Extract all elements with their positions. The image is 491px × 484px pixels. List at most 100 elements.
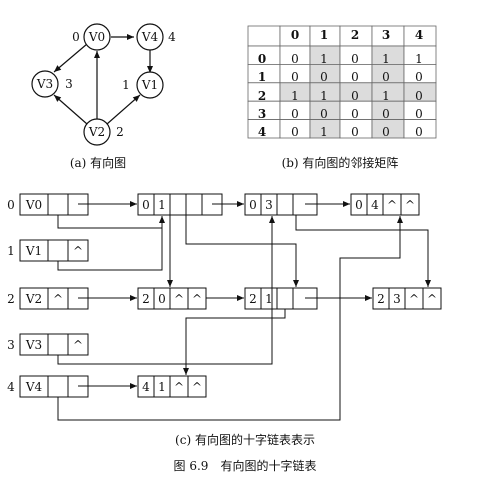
link-01-hlink [185, 215, 299, 287]
vertex-v1-index: 1 [122, 78, 130, 92]
matrix-cell: 0 [351, 70, 359, 84]
vertex-node-firstin: ^ [53, 292, 63, 306]
matrix-cell: 0 [291, 70, 299, 84]
vertex-node-index: 1 [7, 244, 15, 258]
vertex-v3-index: 3 [65, 77, 73, 91]
matrix-cell: 0 [320, 70, 328, 84]
arc-v2-v3 [53, 94, 88, 125]
adjacency-matrix: 0 1 2 3 4 0 1 2 3 4 0 1 0 1 1 0 0 0 0 0 … [247, 25, 437, 139]
vertex-node-1 [19, 239, 89, 262]
link-v1-firstin [57, 216, 165, 271]
matrix-cell: 0 [415, 107, 423, 121]
vertex-v3 [31, 70, 59, 98]
vertex-node-firstout: ^ [73, 244, 83, 258]
vertex-node-index: 2 [7, 292, 15, 306]
matrix-col-header: 3 [382, 28, 390, 42]
arc-tail: 2 [142, 292, 150, 306]
matrix-row-header: 2 [258, 89, 266, 103]
vertex-v0-index: 0 [72, 30, 80, 44]
vertex-v3-name: V3 [36, 77, 53, 91]
link-v3-firstin [57, 216, 275, 365]
arc-head: 0 [158, 292, 166, 306]
matrix-cell: 1 [320, 89, 328, 103]
caption-c: (c) 有向图的十字链表表示 [175, 432, 315, 447]
caption-b: (b) 有向图的邻接矩阵 [282, 155, 399, 170]
matrix-cell: 0 [291, 107, 299, 121]
matrix-grid-cell [247, 25, 281, 47]
matrix-col-header: 2 [351, 28, 359, 42]
arc-tlink: ^ [192, 380, 202, 394]
matrix-cell: 0 [351, 125, 359, 139]
matrix-cell: 1 [320, 52, 328, 66]
arc-tail: 0 [142, 198, 150, 212]
matrix-cell: 0 [291, 52, 299, 66]
vertex-v4-name: V4 [141, 30, 159, 44]
vertex-v0 [83, 23, 111, 51]
matrix-row-header: 0 [258, 52, 266, 66]
matrix-cell: 0 [320, 107, 328, 121]
arc-tail: 0 [249, 198, 257, 212]
vertex-node-index: 3 [7, 338, 15, 352]
figure-caption: 图 6.9 有向图的十字链表 [174, 458, 317, 473]
matrix-cell: 0 [382, 125, 390, 139]
arc-node-4-1 [137, 375, 207, 398]
matrix-cell: 1 [291, 89, 299, 103]
arc-hlink: ^ [174, 292, 184, 306]
directed-graph [31, 23, 164, 146]
matrix-cell: 0 [415, 125, 423, 139]
arc-node-2-1 [244, 287, 318, 310]
arc-head: 1 [158, 198, 166, 212]
arc-hlink: ^ [174, 380, 184, 394]
arc-head: 3 [393, 292, 401, 306]
matrix-cell: 0 [351, 52, 359, 66]
arc-tail: 2 [249, 292, 257, 306]
arc-node-2-3 [372, 287, 442, 310]
arc-tlink: ^ [405, 198, 415, 212]
matrix-cell: 0 [382, 107, 390, 121]
arc-node-2-0 [137, 287, 207, 310]
vertex-node-3 [19, 333, 89, 356]
arc-head: 4 [371, 198, 379, 212]
matrix-cell: 0 [351, 107, 359, 121]
vertex-v4 [136, 23, 164, 51]
vertex-node-name: V1 [25, 244, 42, 258]
caption-a: (a) 有向图 [70, 155, 126, 170]
arc-tlink: ^ [192, 292, 202, 306]
arc-node-0-1 [137, 193, 223, 216]
matrix-col-header: 0 [291, 28, 299, 42]
vertex-node-index: 4 [7, 380, 15, 394]
vertex-v2-index: 2 [116, 125, 124, 139]
matrix-cell: 0 [382, 70, 390, 84]
link-03-hlink [295, 215, 431, 287]
arc-head: 1 [265, 292, 273, 306]
matrix-cell: 1 [382, 52, 390, 66]
arc-tlink: ^ [427, 292, 437, 306]
vertex-node-name: V2 [25, 292, 42, 306]
matrix-cell: 1 [320, 125, 328, 139]
link-21-hlink [183, 309, 286, 375]
arc-v2-v1 [106, 94, 141, 125]
graph-labels: V0 V4 V3 V1 V2 0 4 3 1 2 [36, 30, 176, 139]
vertex-v1 [136, 71, 164, 99]
matrix-cell: 1 [415, 52, 423, 66]
vertex-v2 [83, 118, 111, 146]
vertex-node-index: 0 [7, 198, 15, 212]
arc-tail: 4 [142, 380, 150, 394]
arc-tail: 2 [377, 292, 385, 306]
vertex-v0-name: V0 [88, 30, 105, 44]
arc-head: 3 [265, 198, 273, 212]
vertex-node-firstout: ^ [73, 338, 83, 352]
matrix-row-header: 1 [258, 70, 266, 84]
arc-hlink: ^ [387, 198, 397, 212]
vertex-v4-index: 4 [168, 30, 176, 44]
arc-hlink: ^ [409, 292, 419, 306]
pointer-links [57, 201, 431, 421]
vertex-v2-name: V2 [88, 125, 105, 139]
link-v4-firstin [57, 216, 403, 421]
matrix-cell: 0 [415, 89, 423, 103]
vertex-node-name: V3 [25, 338, 42, 352]
matrix-cell: 1 [382, 89, 390, 103]
matrix-col-header: 1 [320, 28, 328, 42]
matrix-cell: 0 [351, 89, 359, 103]
